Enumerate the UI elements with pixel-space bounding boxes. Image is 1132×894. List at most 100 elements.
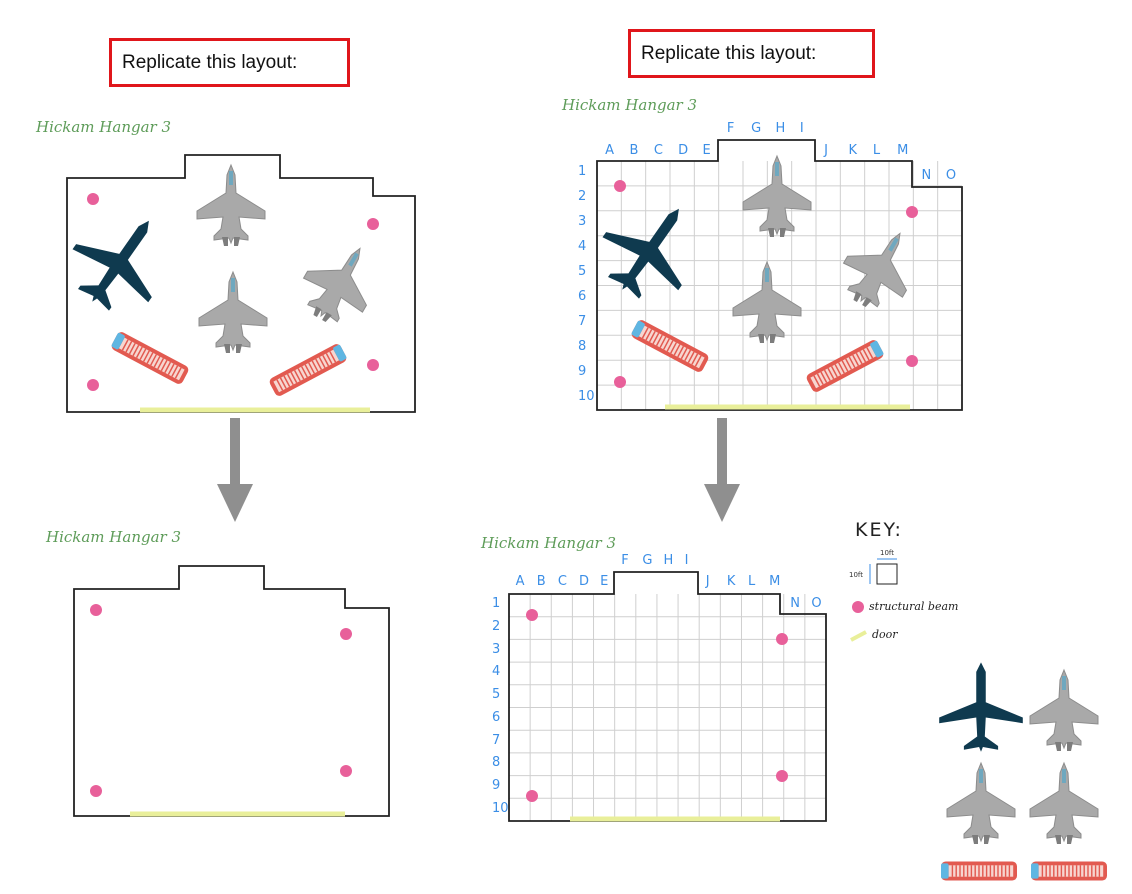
grid-column-label: F [621, 553, 629, 568]
door-icon [850, 630, 867, 642]
structural-beam-icon [90, 604, 102, 616]
grid-row-label: 9 [578, 363, 587, 379]
grid-row-label: 4 [578, 239, 587, 255]
callout-left: Replicate this layout: [109, 38, 350, 87]
structural-beam-icon [526, 790, 538, 802]
grid-row-label: 2 [578, 189, 587, 205]
hangar-top-right [584, 139, 963, 411]
key-scale-height: 10ft [849, 571, 863, 579]
business-jet-icon [939, 662, 1023, 752]
grid-column-label: D [578, 574, 589, 589]
business-jet-icon [54, 194, 187, 329]
fighter-jet-icon [289, 230, 390, 337]
grid-row-label: 3 [492, 641, 501, 657]
grid-row-label: 7 [578, 313, 587, 329]
hangar-title-top-right: Hickam Hangar 3 [562, 96, 698, 114]
grid-row-label: 2 [492, 619, 501, 635]
hangar-title-top-left: Hickam Hangar 3 [36, 118, 172, 136]
key-scale-width: 10ft [880, 549, 894, 557]
fighter-jet-icon [1029, 669, 1099, 752]
hangar-title-bottom-right: Hickam Hangar 3 [481, 534, 617, 552]
fighter-jet-icon [742, 155, 812, 238]
hangar-title-bottom-left: Hickam Hangar 3 [46, 528, 182, 546]
grid-column-label: D [678, 143, 689, 158]
structural-beam-icon [367, 359, 379, 371]
fighter-jet-icon [198, 271, 268, 354]
fire-truck-icon [940, 860, 1018, 882]
grid-column-label: O [945, 168, 957, 183]
grid-column-label: C [653, 143, 663, 158]
grid-row-label: 10 [578, 388, 595, 404]
grid-row-label: 7 [492, 732, 501, 748]
structural-beam-icon [90, 785, 102, 797]
key-title: KEY: [855, 519, 903, 541]
grid-column-label: G [642, 553, 653, 568]
fire-truck-icon [1030, 860, 1108, 882]
key-graphics [850, 558, 1108, 882]
grid-column-label: K [726, 574, 736, 589]
grid-row-label: 3 [578, 214, 587, 230]
grid-row-label: 6 [578, 288, 587, 304]
grid-column-label: E [702, 143, 711, 158]
grid-column-label: L [748, 574, 756, 589]
grid-row-label: 8 [578, 338, 587, 354]
fighter-jet-icon [196, 164, 266, 247]
structural-beam-icon [776, 633, 788, 645]
grid-row-label: 1 [578, 164, 587, 180]
grid-column-label: G [751, 121, 762, 136]
grid-row-label: 8 [492, 755, 501, 771]
grid-column-label: H [775, 121, 786, 136]
structural-beam-icon [906, 355, 918, 367]
structural-beam-icon [614, 376, 626, 388]
grid-row-label: 6 [492, 709, 501, 725]
key-beam-label: structural beam [869, 600, 959, 613]
grid-row-label: 9 [492, 777, 501, 793]
fighter-jet-icon [946, 762, 1016, 845]
structural-beam-icon [906, 206, 918, 218]
grid-row-label: 10 [492, 800, 509, 816]
grid-column-label: J [824, 143, 828, 158]
grid-column-label: A [515, 574, 525, 589]
grid-column-label: H [663, 553, 674, 568]
grid-column-label: A [605, 143, 615, 158]
structural-beam-icon [340, 765, 352, 777]
fire-truck-icon [267, 341, 349, 399]
fighter-jet-icon [829, 215, 930, 322]
grid-column-label: O [811, 596, 822, 611]
grid-column-label: K [848, 143, 858, 158]
callout-right: Replicate this layout: [628, 29, 875, 78]
grid-column-label: B [629, 143, 639, 158]
structural-beam-icon [614, 180, 626, 192]
key-door-label: door [872, 628, 898, 641]
grid-column-label: E [600, 574, 609, 589]
grid-row-label: 4 [492, 664, 501, 680]
fighter-jet-icon [1029, 762, 1099, 845]
grid-column-label: F [726, 121, 735, 136]
grid-column-label: N [921, 168, 932, 183]
grid-row-label: 5 [578, 264, 587, 280]
grid-column-label: M [769, 574, 781, 589]
grid-row-label: 1 [492, 596, 501, 612]
fire-truck-icon [109, 329, 191, 387]
grid-row-label: 5 [492, 687, 501, 703]
grid-column-label: B [536, 574, 546, 589]
grid-column-label: I [684, 553, 689, 568]
structural-beam-icon [87, 379, 99, 391]
hangar-bottom-left [73, 565, 390, 817]
structural-beam-icon [776, 770, 788, 782]
grid-column-label: M [897, 143, 909, 158]
arrow-down-icon [704, 418, 740, 522]
structural-beam-icon [87, 193, 99, 205]
grid-column-label: N [790, 596, 801, 611]
hangar-bottom-right [508, 571, 827, 822]
grid-column-label: L [872, 143, 881, 158]
structural-beam-icon [852, 601, 864, 613]
structural-beam-icon [367, 218, 379, 230]
structural-beam-icon [340, 628, 352, 640]
business-jet-icon [584, 182, 717, 317]
grid-column-label: I [799, 121, 804, 136]
grid-column-label: C [557, 574, 567, 589]
structural-beam-icon [526, 609, 538, 621]
hangar-top-left [54, 154, 416, 413]
